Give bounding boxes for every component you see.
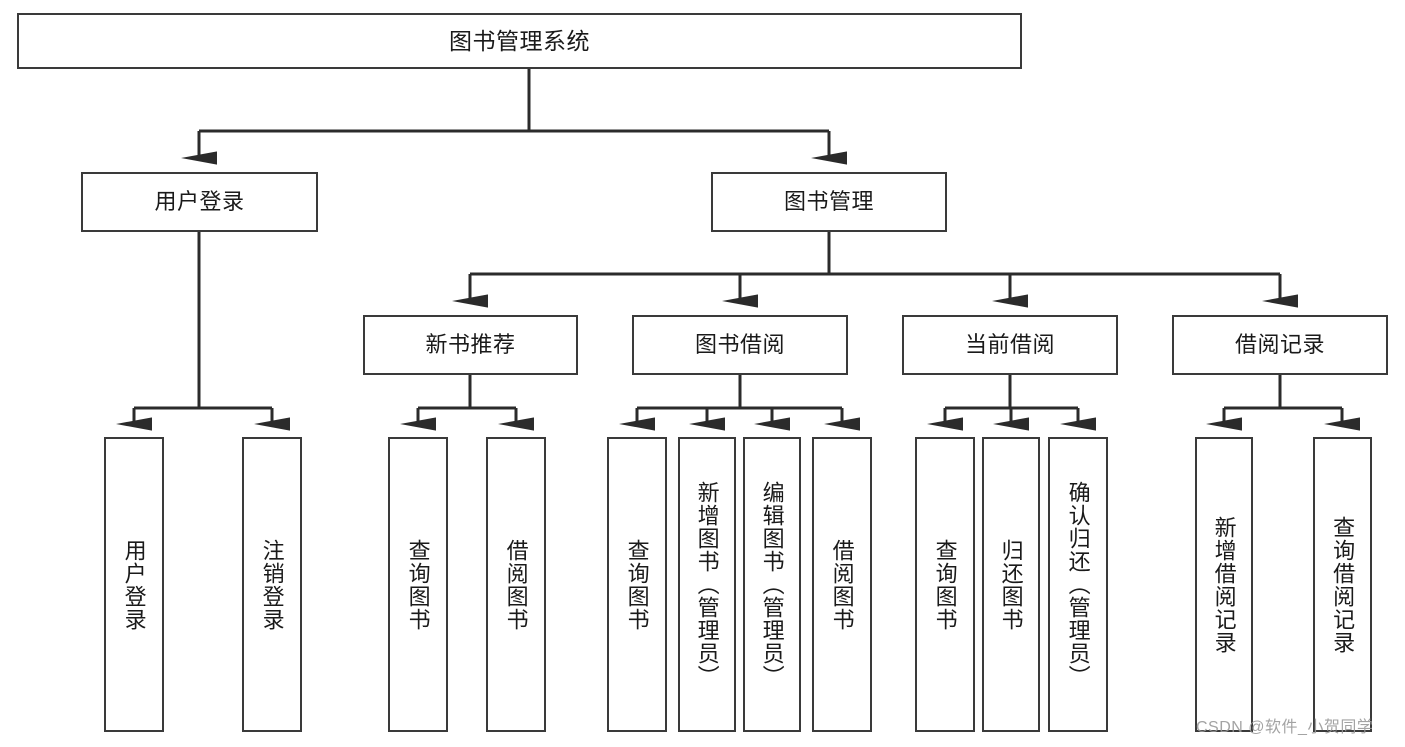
node-current-borrow[interactable]: 当前借阅 (902, 315, 1118, 375)
node-user-login[interactable]: 用户登录 (81, 172, 318, 232)
node-book-borrow[interactable]: 图书借阅 (632, 315, 848, 375)
node-leaf-query-book-recommend-label: 查询图书 (405, 538, 431, 631)
node-current-borrow-label: 当前借阅 (964, 332, 1055, 357)
node-book-management-label: 图书管理 (783, 189, 874, 214)
node-new-book-recommend[interactable]: 新书推荐 (363, 315, 578, 375)
node-leaf-add-book-admin[interactable]: 新增图书（管理员） (678, 437, 736, 732)
node-leaf-return-book[interactable]: 归还图书 (982, 437, 1040, 732)
node-leaf-borrow-book-recommend[interactable]: 借阅图书 (486, 437, 546, 732)
node-leaf-logout[interactable]: 注销登录 (242, 437, 302, 732)
node-leaf-confirm-return-admin-label: 确认归还（管理员） (1065, 481, 1091, 688)
node-leaf-borrow-book[interactable]: 借阅图书 (812, 437, 872, 732)
node-leaf-query-book-current[interactable]: 查询图书 (915, 437, 975, 732)
node-leaf-edit-book-admin-label: 编辑图书（管理员） (759, 481, 785, 688)
node-leaf-edit-book-admin[interactable]: 编辑图书（管理员） (743, 437, 801, 732)
node-borrow-record[interactable]: 借阅记录 (1172, 315, 1388, 375)
node-leaf-borrow-book-recommend-label: 借阅图书 (503, 538, 529, 631)
node-leaf-logout-label: 注销登录 (259, 538, 285, 631)
node-leaf-user-login[interactable]: 用户登录 (104, 437, 164, 732)
node-leaf-add-borrow-record-label: 新增借阅记录 (1211, 515, 1237, 654)
node-leaf-return-book-label: 归还图书 (998, 538, 1024, 631)
node-book-borrow-label: 图书借阅 (694, 332, 785, 357)
node-leaf-query-borrow-record-label: 查询借阅记录 (1330, 515, 1356, 654)
node-borrow-record-label: 借阅记录 (1234, 332, 1325, 357)
csdn-watermark: CSDN @软件_小贺同学 (1196, 719, 1374, 736)
node-leaf-query-book-borrow-label: 查询图书 (624, 538, 650, 631)
node-leaf-add-borrow-record[interactable]: 新增借阅记录 (1195, 437, 1253, 732)
node-leaf-borrow-book-label: 借阅图书 (829, 538, 855, 631)
node-user-login-label: 用户登录 (154, 189, 245, 214)
node-leaf-user-login-label: 用户登录 (121, 538, 147, 631)
node-leaf-query-book-current-label: 查询图书 (932, 538, 958, 631)
node-leaf-query-book-recommend[interactable]: 查询图书 (388, 437, 448, 732)
node-root-label: 图书管理系统 (449, 27, 590, 54)
node-leaf-query-book-borrow[interactable]: 查询图书 (607, 437, 667, 732)
node-leaf-query-borrow-record[interactable]: 查询借阅记录 (1313, 437, 1372, 732)
node-root[interactable]: 图书管理系统 (17, 13, 1022, 69)
node-new-book-recommend-label: 新书推荐 (425, 332, 516, 357)
node-leaf-confirm-return-admin[interactable]: 确认归还（管理员） (1048, 437, 1108, 732)
node-book-management[interactable]: 图书管理 (711, 172, 947, 232)
node-leaf-add-book-admin-label: 新增图书（管理员） (694, 481, 720, 688)
